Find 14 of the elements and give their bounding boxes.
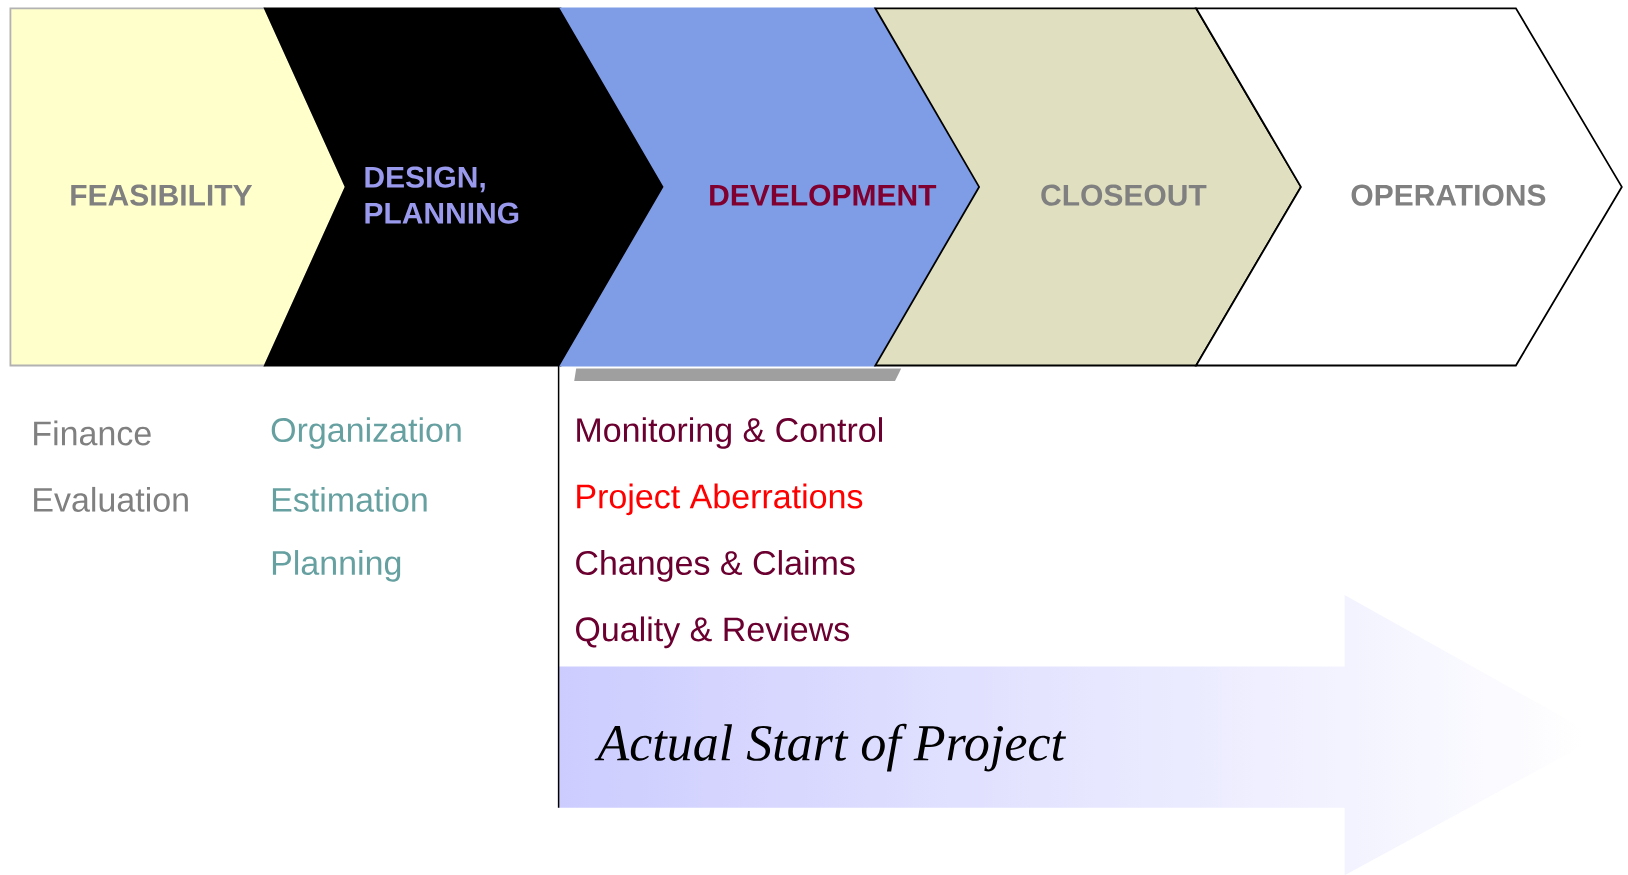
- list-item: Quality & Reviews: [576, 616, 849, 649]
- list-item: Planning: [272, 550, 401, 582]
- gradient-arrow: Actual Start of Project: [594, 723, 1066, 772]
- process-stage: DESIGN, PLANNING: [263, 7, 666, 367]
- list-item: Changes & Claims: [576, 550, 855, 582]
- process-stage: DEVELOPMENT: [559, 7, 981, 367]
- node-label: OPERATIONS: [1351, 184, 1546, 206]
- list-item: Estimation: [272, 486, 427, 512]
- list-item: Finance: [34, 420, 151, 446]
- list-item: Evaluation: [34, 486, 188, 512]
- list-item: Organization: [271, 417, 461, 449]
- list-item: Project Aberrations: [577, 483, 863, 516]
- process-stage: FEASIBILITY: [9, 7, 347, 367]
- list-item: Monitoring & Control: [577, 417, 882, 449]
